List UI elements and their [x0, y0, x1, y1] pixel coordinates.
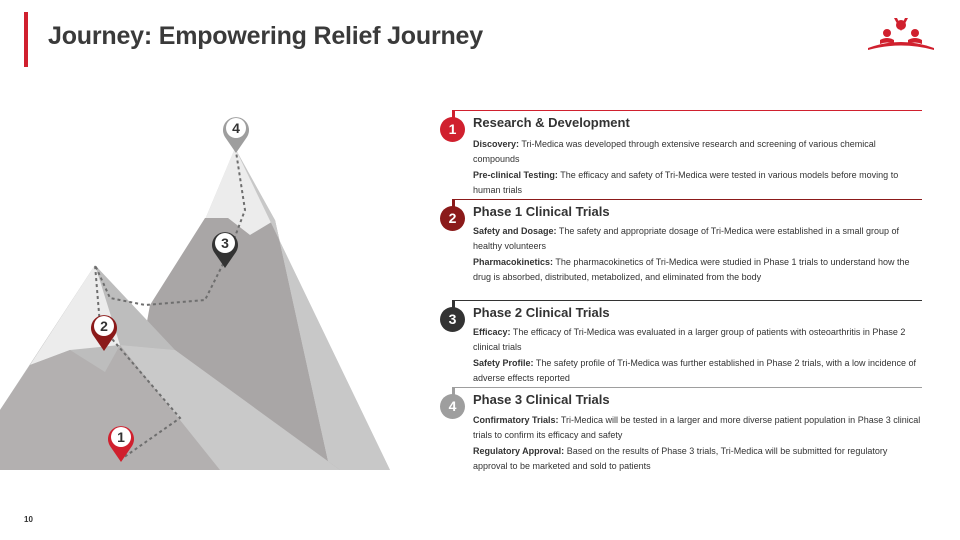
detail-label: Pre-clinical Testing: — [473, 170, 558, 180]
detail-text: Tri-Medica will be tested in a larger an… — [473, 415, 921, 440]
step-number-badge: 2 — [440, 206, 465, 231]
pin-label-4: 4 — [232, 120, 240, 136]
title-accent-bar — [24, 12, 28, 67]
step-detail: Pre-clinical Testing: The efficacy and s… — [473, 168, 923, 197]
step-title: Phase 1 Clinical Trials — [473, 204, 610, 219]
step-number-badge: 1 — [440, 117, 465, 142]
map-pin-icon-1: 1 — [108, 426, 134, 462]
detail-label: Safety and Dosage: — [473, 226, 557, 236]
detail-label: Efficacy: — [473, 327, 511, 337]
people-logo-icon — [868, 18, 934, 50]
step-divider — [452, 110, 922, 111]
pin-label-3: 3 — [221, 235, 229, 251]
detail-label: Confirmatory Trials: — [473, 415, 559, 425]
detail-text: The efficacy and safety of Tri-Medica we… — [473, 170, 899, 195]
step-detail: Pharmacokinetics: The pharmacokinetics o… — [473, 255, 923, 284]
step-divider — [452, 300, 922, 301]
detail-text: The pharmacokinetics of Tri-Medica were … — [473, 257, 910, 282]
step-detail: Safety and Dosage: The safety and approp… — [473, 224, 923, 253]
page-title: Journey: Empowering Relief Journey — [48, 22, 483, 50]
step-detail: Confirmatory Trials: Tri-Medica will be … — [473, 413, 923, 442]
detail-label: Safety Profile: — [473, 358, 534, 368]
pin-label-1: 1 — [117, 429, 125, 445]
step-detail: Efficacy: The efficacy of Tri-Medica was… — [473, 325, 923, 354]
detail-label: Pharmacokinetics: — [473, 257, 554, 267]
detail-text: The safety profile of Tri-Medica was fur… — [473, 358, 917, 383]
step-detail: Safety Profile: The safety profile of Tr… — [473, 356, 923, 385]
step-divider — [452, 387, 922, 388]
step-title: Phase 2 Clinical Trials — [473, 305, 610, 320]
step-divider — [452, 199, 922, 200]
map-pin-icon-2: 2 — [91, 315, 117, 351]
detail-label: Discovery: — [473, 139, 520, 149]
page-number: 10 — [24, 515, 33, 524]
map-pin-icon-3: 3 — [212, 232, 238, 268]
detail-text: Tri-Medica was developed through extensi… — [473, 139, 876, 164]
step-title: Research & Development — [473, 115, 630, 130]
detail-text: The efficacy of Tri-Medica was evaluated… — [473, 327, 906, 352]
step-title: Phase 3 Clinical Trials — [473, 392, 610, 407]
detail-text: The safety and appropriate dosage of Tri… — [473, 226, 900, 251]
detail-label: Regulatory Approval: — [473, 446, 565, 456]
step-number-badge: 3 — [440, 307, 465, 332]
step-detail: Discovery: Tri-Medica was developed thro… — [473, 137, 923, 166]
step-number-badge: 4 — [440, 394, 465, 419]
mountain-illustration — [0, 144, 390, 470]
detail-text: Based on the results of Phase 3 trials, … — [473, 446, 888, 471]
step-detail: Regulatory Approval: Based on the result… — [473, 444, 923, 473]
map-pin-icon-4: 4 — [223, 117, 249, 153]
pin-label-2: 2 — [100, 318, 108, 334]
